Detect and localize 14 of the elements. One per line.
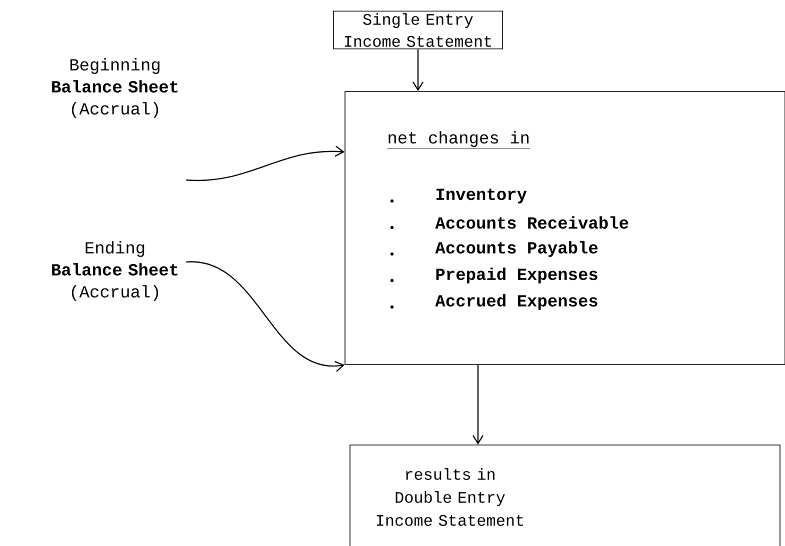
text-label: results in Double Entry Income Statement [376, 468, 523, 526]
heading: net changes in [387, 131, 530, 149]
list-item: Prepaid Expenses [436, 268, 598, 284]
text-label: Beginning Balance Sheet (Accrual) [52, 58, 178, 118]
list-item: Inventory [436, 188, 527, 204]
list-item: Accounts Receivable [435, 216, 628, 229]
arrow [186, 146, 345, 182]
text-label: Ending Balance Sheet (Accrual) [52, 241, 178, 301]
process-box: Single Entry Income Statement [333, 10, 503, 50]
arrow [186, 261, 345, 372]
list-item: Accounts Payable [435, 241, 598, 257]
arrow [412, 49, 424, 92]
list-item: Accrued Expenses [435, 294, 598, 310]
arrow [472, 364, 484, 445]
